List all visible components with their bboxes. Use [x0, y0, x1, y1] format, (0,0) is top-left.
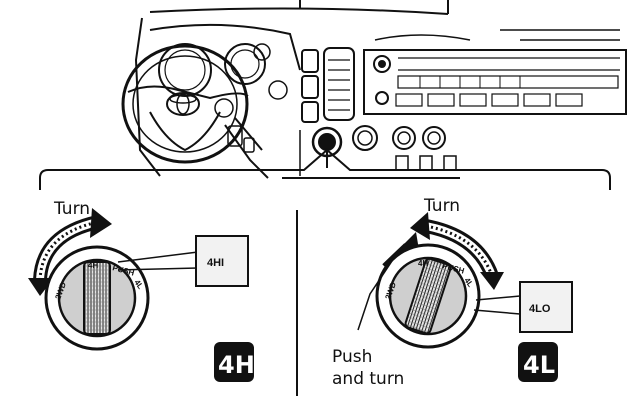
left-turn-label: Turn — [53, 199, 90, 219]
right-indicator-text: 4LO — [529, 303, 551, 315]
left-badge-text: 4H — [218, 351, 255, 379]
right-tick-4h: 4H — [418, 259, 428, 268]
left-turn-arrow-icon — [28, 208, 112, 296]
left-panel: Turn 2WD 4H PUSH 4L 4HI 4H — [28, 199, 255, 382]
right-tick-4l: 4L — [462, 276, 475, 289]
brand-emblem-icon — [166, 92, 200, 116]
steering-wheel — [121, 44, 269, 179]
right-turn-label: Turn — [423, 196, 460, 216]
left-tick-4l: 4L — [132, 278, 145, 291]
push-label-line1: Push — [332, 347, 372, 367]
left-indicator-display: 4HI — [195, 235, 249, 287]
left-indicator-text: 4HI — [207, 257, 224, 269]
left-tick-4h: 4H — [88, 261, 98, 270]
left-knob-grip — [83, 261, 111, 335]
speedometer-gauge — [158, 43, 212, 97]
right-knob-grip — [404, 257, 452, 335]
right-badge-text: 4L — [523, 351, 555, 379]
right-turn-arrow-icon — [410, 212, 504, 290]
push-label-line2: and turn — [332, 369, 404, 389]
right-mode-badge: 4L — [518, 342, 558, 382]
dashboard-illustration — [121, 0, 627, 179]
callout-bracket — [39, 148, 611, 190]
left-mode-badge: 4H — [214, 342, 255, 382]
center-vents — [301, 47, 355, 123]
right-panel: Turn 2WD 4H PUSH 4L Push and turn — [332, 196, 573, 389]
radio-head-unit — [363, 29, 627, 115]
right-indicator-display: 4LO — [519, 281, 573, 333]
